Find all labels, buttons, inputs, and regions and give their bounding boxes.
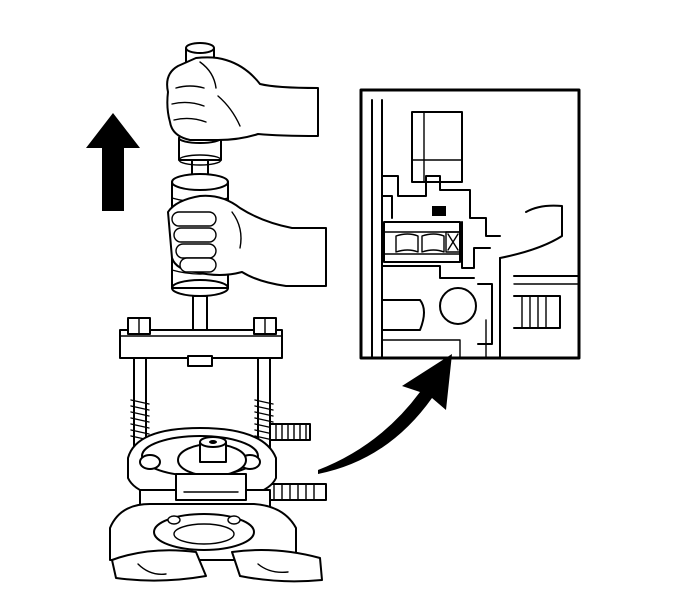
left-rod-threads <box>130 399 150 441</box>
puller-legs <box>130 357 274 449</box>
side-bolt-lower <box>265 483 327 501</box>
right-rod-threads <box>254 399 274 441</box>
wheel-hub-assembly <box>109 427 297 561</box>
lower-hand <box>167 194 327 287</box>
callout-arrow <box>318 354 452 474</box>
inset-frame <box>359 88 581 360</box>
support-hands <box>111 549 323 583</box>
detail-inset <box>359 88 581 360</box>
upper-hand <box>166 56 319 141</box>
side-bolt-upper <box>269 423 311 441</box>
puller-crossbar <box>119 317 283 367</box>
pull-direction-arrow <box>86 113 140 211</box>
